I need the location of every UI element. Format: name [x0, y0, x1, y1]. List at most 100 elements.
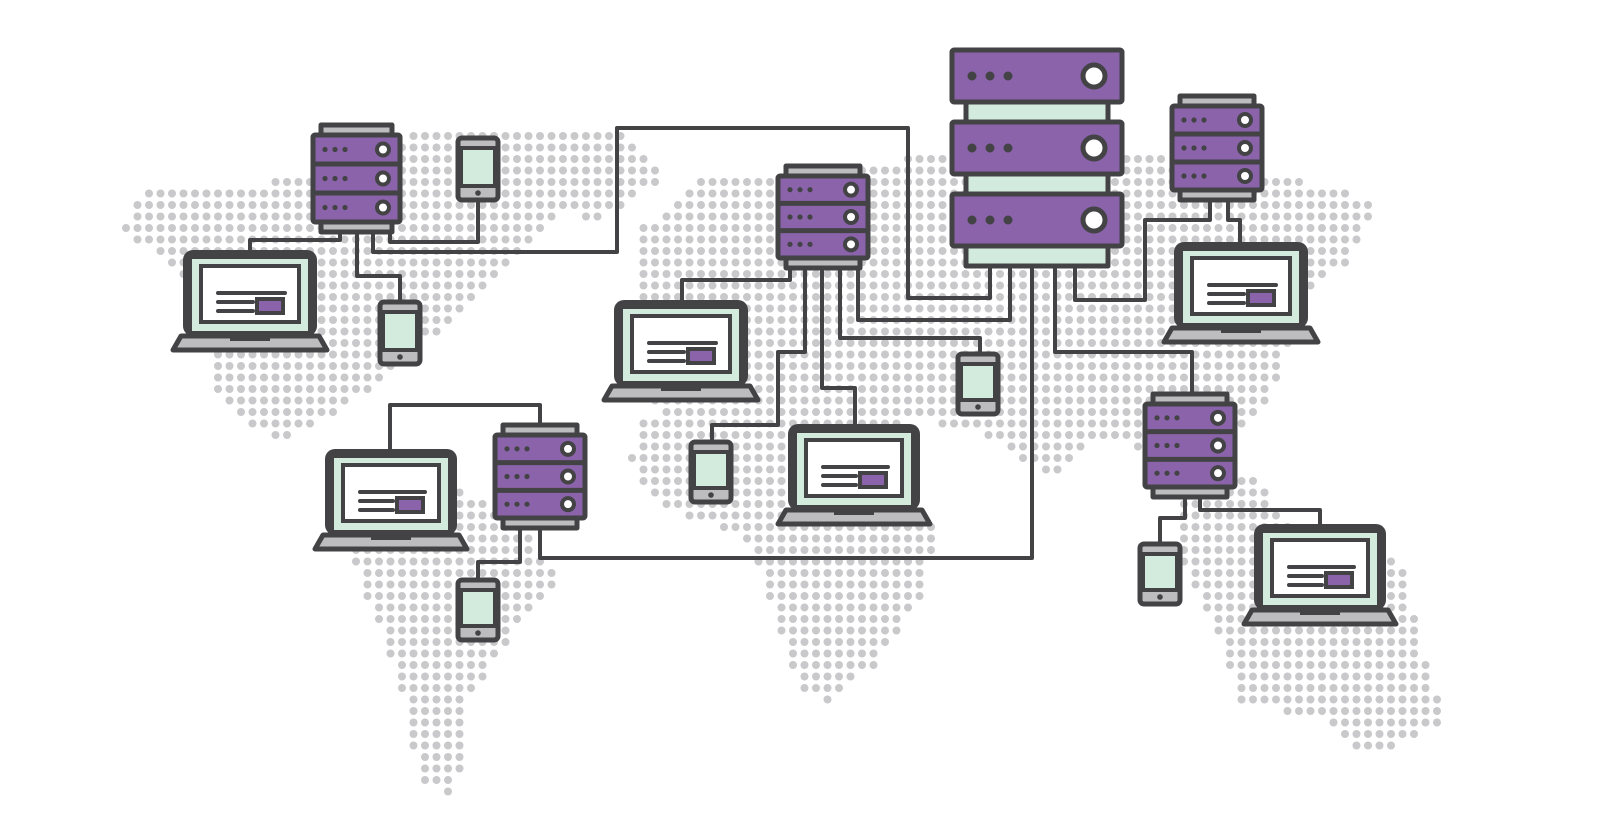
map-dot: [524, 189, 533, 198]
map-dot: [1306, 626, 1315, 635]
map-dot: [743, 465, 751, 474]
map-dot: [455, 270, 464, 278]
map-dot: [329, 396, 337, 405]
map-dot: [1226, 500, 1234, 508]
map-dot: [1111, 408, 1119, 416]
map-dot: [823, 281, 832, 290]
map-dot: [432, 569, 441, 577]
map-dot: [915, 350, 924, 359]
map-dot: [432, 580, 441, 589]
map-dot: [375, 557, 383, 566]
map-dot: [927, 247, 935, 255]
map-dot: [881, 626, 889, 635]
map-dot: [1214, 626, 1223, 635]
map-dot: [133, 201, 142, 209]
map-dot: [789, 569, 797, 577]
map-dot: [881, 408, 889, 416]
map-dot: [444, 672, 452, 681]
map-dot: [915, 339, 924, 347]
map-dot: [869, 649, 878, 658]
map-dot: [605, 166, 613, 175]
map-dot: [846, 408, 855, 416]
map-dot: [996, 431, 1004, 439]
map-dot: [1214, 201, 1223, 209]
map-dot: [1203, 511, 1211, 520]
map-dot: [409, 212, 418, 221]
map-dot: [570, 189, 579, 198]
map-dot: [1076, 396, 1085, 405]
map-dot: [593, 201, 602, 209]
map-dot: [915, 327, 924, 336]
map-dot: [1295, 178, 1303, 186]
map-dot: [1237, 523, 1246, 531]
map-dot: [1398, 626, 1407, 635]
map-dot: [927, 327, 935, 336]
map-dot: [283, 408, 291, 416]
map-dot: [1375, 661, 1384, 669]
network-cable: [1053, 262, 1194, 395]
map-dot: [455, 753, 464, 761]
map-dot: [766, 339, 774, 347]
map-dot: [800, 626, 809, 635]
map-dot: [1410, 730, 1418, 738]
map-dot: [777, 592, 786, 600]
map-dot: [524, 201, 533, 209]
map-dot: [260, 201, 268, 209]
map-dot: [1237, 201, 1246, 209]
map-dot: [1145, 166, 1154, 175]
map-dot: [432, 626, 441, 635]
map-dot: [720, 247, 728, 255]
map-dot: [789, 546, 797, 554]
map-dot: [1295, 672, 1303, 681]
map-dot: [1145, 293, 1154, 301]
map-dot: [1260, 661, 1269, 669]
map-dot: [1237, 672, 1246, 681]
map-dot: [892, 304, 901, 313]
map-dot: [662, 235, 671, 244]
map-dot: [720, 212, 728, 221]
map-dot: [225, 212, 234, 221]
map-dot: [846, 615, 855, 623]
map-dot: [536, 201, 544, 209]
map-dot: [1214, 592, 1223, 600]
map-dot: [329, 362, 337, 370]
map-dot: [639, 465, 648, 474]
map-dot: [1134, 178, 1142, 186]
map-dot: [237, 373, 245, 382]
map-dot: [455, 764, 464, 773]
map-dot: [513, 166, 521, 175]
map-dot: [570, 166, 579, 175]
map-dot: [915, 385, 924, 393]
map-dot: [352, 557, 360, 566]
map-dot: [1329, 201, 1338, 209]
map-dot: [237, 212, 245, 221]
map-dot: [478, 661, 487, 669]
map-dot: [697, 258, 705, 267]
map-dot: [812, 534, 820, 543]
map-dot: [1398, 580, 1407, 589]
map-dot: [1076, 339, 1085, 347]
map-dot: [697, 201, 705, 209]
map-dot: [904, 304, 912, 313]
map-dot: [720, 408, 728, 416]
map-dot: [835, 339, 843, 347]
map-dot: [1375, 718, 1384, 727]
map-dot: [1065, 373, 1073, 382]
map-dot: [662, 500, 671, 508]
map-dot: [1203, 385, 1211, 393]
map-dot: [697, 431, 705, 439]
map-dot: [432, 753, 441, 761]
map-dot: [720, 523, 728, 531]
map-dot: [1088, 396, 1096, 405]
map-dot: [352, 362, 360, 370]
map-dot: [938, 385, 947, 393]
map-dot: [444, 615, 452, 623]
map-dot: [766, 546, 774, 554]
server-icon: [1169, 93, 1265, 203]
map-dot: [1341, 661, 1349, 669]
map-dot: [1260, 350, 1269, 359]
map-dot: [1053, 454, 1062, 462]
map-dot: [421, 132, 429, 140]
map-dot: [938, 373, 947, 382]
map-dot: [1180, 523, 1188, 531]
